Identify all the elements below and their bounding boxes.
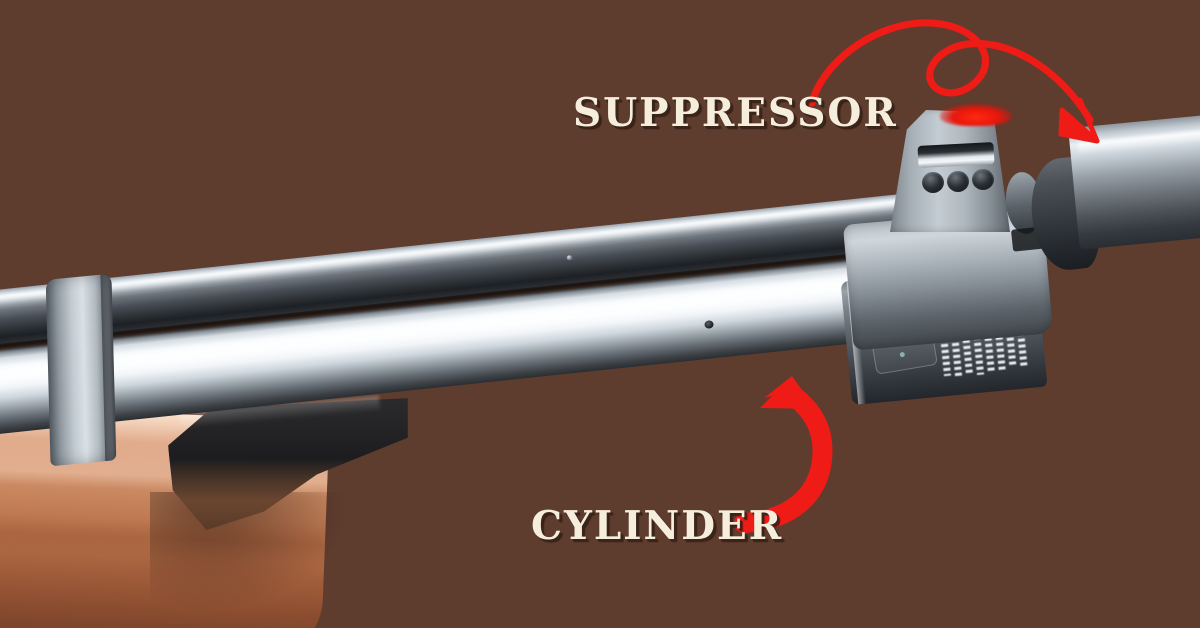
sight-hole bbox=[922, 172, 944, 193]
sight-slot bbox=[917, 142, 995, 168]
front-sight-assembly bbox=[890, 110, 1010, 232]
fiber-optic-insert bbox=[940, 104, 1012, 126]
sight-hole bbox=[972, 169, 994, 190]
barrel-screw bbox=[566, 254, 573, 261]
barrel-band-edge bbox=[100, 274, 113, 462]
barrel-band bbox=[45, 273, 117, 467]
sight-hole bbox=[947, 171, 969, 192]
cylinder-port bbox=[704, 320, 714, 329]
